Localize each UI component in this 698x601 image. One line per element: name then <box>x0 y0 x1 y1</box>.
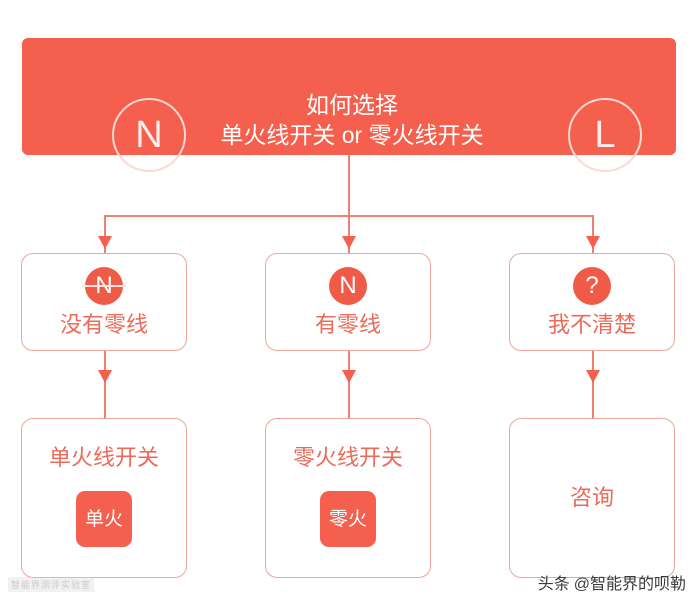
result-box-2[interactable]: 零火线开关 零火 <box>265 418 431 578</box>
connector-arrow-2 <box>342 236 356 249</box>
condition-box-1[interactable]: N 没有零线 <box>21 253 187 351</box>
result-chip-2: 零火 <box>320 491 376 547</box>
result-title-2: 零火线开关 <box>292 445 403 470</box>
watermark-bottom-right: 头条 @智能界的呗勒 <box>538 570 686 594</box>
question-mark-icon: ? <box>573 267 611 305</box>
connector-arrow-5 <box>342 370 356 383</box>
neutral-wire-circle-icon: N <box>112 98 186 172</box>
connector-drop-1 <box>104 215 106 255</box>
connector-arrow-1 <box>98 236 112 249</box>
condition-label-3: 我不清楚 <box>547 312 636 337</box>
condition-label-1: 没有零线 <box>59 312 148 337</box>
condition-label-2: 有零线 <box>314 312 381 337</box>
has-neutral-wire-icon: N <box>329 267 367 305</box>
condition-box-2[interactable]: N 有零线 <box>265 253 431 351</box>
result-box-3[interactable]: 咨询 <box>509 418 675 578</box>
header-title-line2: 单火线开关 or 零火线开关 <box>220 122 484 149</box>
strikethrough-icon <box>82 285 126 287</box>
connector-stem <box>348 155 350 217</box>
result-title-1: 单火线开关 <box>48 445 159 470</box>
connector-drop-3 <box>592 215 594 255</box>
watermark-handle-label: @智能界的呗勒 <box>573 576 686 593</box>
watermark-platform-label: 头条 <box>537 576 570 593</box>
connector-drop-2 <box>348 215 350 255</box>
condition-icon-letter-3: ? <box>585 272 599 299</box>
condition-icon-letter-2: N <box>339 272 357 299</box>
watermark-bottom-left: 智能界测评实验室 <box>8 577 95 592</box>
live-wire-circle-icon: L <box>568 98 642 172</box>
header-title: 如何选择 单火线开关 or 零火线开关 <box>172 90 532 151</box>
header-title-line1: 如何选择 <box>306 92 398 118</box>
result-box-1[interactable]: 单火线开关 单火 <box>21 418 187 578</box>
result-chip-1: 单火 <box>76 491 132 547</box>
condition-box-3[interactable]: ? 我不清楚 <box>509 253 675 351</box>
header-banner: N 如何选择 单火线开关 or 零火线开关 L <box>22 38 676 172</box>
live-wire-circle-letter: L <box>594 114 616 156</box>
connector-drop-4 <box>104 351 106 418</box>
result-label-3: 咨询 <box>569 484 614 510</box>
connector-arrow-4 <box>98 370 112 383</box>
neutral-wire-circle-letter: N <box>135 114 163 156</box>
connector-drop-6 <box>592 351 594 418</box>
connector-arrow-6 <box>586 370 600 383</box>
no-neutral-wire-icon: N <box>82 267 126 305</box>
connector-arrow-3 <box>586 236 600 249</box>
connector-drop-5 <box>348 351 350 418</box>
